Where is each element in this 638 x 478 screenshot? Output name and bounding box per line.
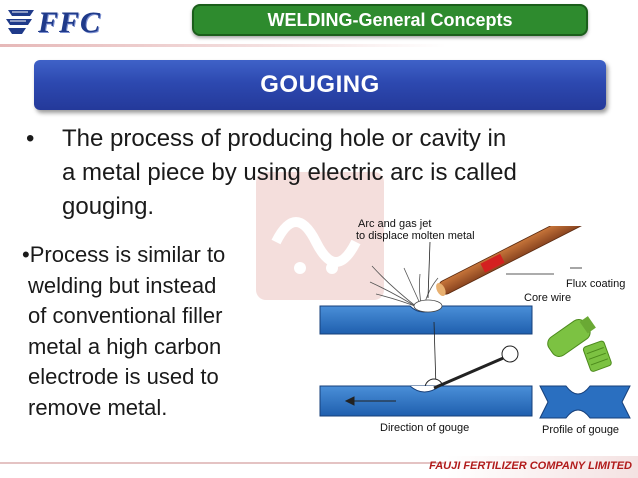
bullet-line: The process of producing hole or cavity …: [62, 125, 507, 152]
bullet-line: remove metal.: [28, 394, 168, 420]
arc-blob: [413, 299, 443, 313]
logo-text: FFC: [38, 6, 102, 39]
watermark-logo-icon: [256, 172, 384, 300]
bullet-line: of conventional filler: [28, 303, 223, 328]
section-title: WELDING-General Concepts: [192, 4, 588, 36]
label-profile: Profile of gouge: [542, 424, 620, 436]
slide-title: GOUGING: [34, 60, 606, 110]
bullet-line: a metal piece by using electric arc is c…: [62, 159, 517, 186]
bullet-line: welding but instead: [28, 272, 217, 298]
bullet-process: •Process is similar to welding but inste…: [22, 240, 312, 423]
direction-arrow: [344, 396, 396, 406]
label-core-wire: Core wire: [524, 292, 572, 304]
gouging-illustration: [319, 194, 631, 419]
bullet-line: •Process is similar to: [22, 242, 226, 267]
bullet-line: metal a high carbon: [28, 333, 222, 359]
profile-of-gouge: [539, 385, 631, 419]
label-arc-line1: Arc and gas jet: [358, 218, 432, 230]
label-direction: Direction of gouge: [380, 422, 470, 434]
holder-grip: [582, 340, 612, 372]
electrode-holder-icon: [547, 316, 596, 357]
header-stripe: [0, 44, 638, 47]
label-arc-line2: to displace molten metal: [356, 230, 475, 242]
ffc-logo: FFC: [4, 2, 114, 42]
bullet-line: gouging.: [62, 193, 155, 220]
logo-emblem-icon: [6, 10, 34, 34]
bullet-marker: •: [26, 125, 35, 152]
footer-divider: [0, 462, 444, 464]
gouging-diagram: Arc and gas jet to displace molten metal…: [300, 194, 636, 442]
workpiece-bottom: [319, 385, 533, 417]
footer-company-box: FAUJI FERTILIZER COMPANY LIMITED: [429, 456, 638, 478]
bullet-text: The process of producing hole or cavity …: [62, 122, 612, 224]
label-flux-coating: Flux coating: [566, 278, 626, 290]
bullet-line: electrode is used to: [28, 364, 219, 389]
footer-company-name: FAUJI FERTILIZER COMPANY LIMITED: [429, 460, 632, 472]
